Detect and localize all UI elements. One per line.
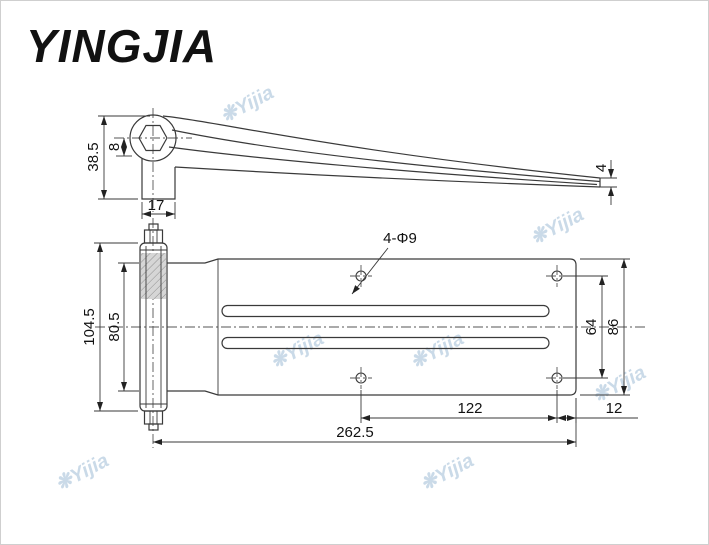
plate-slot-upper xyxy=(221,304,550,318)
brand-logo: YINGJIA xyxy=(26,20,217,72)
plate-slot-lower xyxy=(221,336,550,350)
dim-strap-width: 80.5 xyxy=(106,262,139,392)
dim-overall-length: 262.5 xyxy=(153,398,577,447)
dim-barrel-length: 104.5 xyxy=(81,242,138,412)
dim-foot-width-label: 17 xyxy=(148,197,165,214)
dim-edge-offset: 12 xyxy=(557,398,638,423)
barrel-section-hatch xyxy=(141,253,166,299)
hinge-barrel xyxy=(139,223,168,431)
hinge-arm-outline xyxy=(141,115,601,200)
dim-hole-row-spacing-label: 64 xyxy=(583,319,600,336)
dim-tip-thickness: 4 xyxy=(593,160,617,205)
dim-overall-length-label: 262.5 xyxy=(336,424,374,441)
dim-pin-offset: 8 xyxy=(106,138,132,157)
hinge-plate-outline xyxy=(167,258,577,396)
dim-plate-width: 86 xyxy=(580,258,630,396)
dim-hole-col-spacing-label: 122 xyxy=(457,400,482,417)
hex-nut-outline xyxy=(138,124,168,152)
dim-barrel-length-label: 104.5 xyxy=(81,308,98,346)
dim-holes-callout: 4-Φ9 xyxy=(351,230,417,295)
barrel-bottom-nut xyxy=(143,410,164,431)
barrel-top-nut xyxy=(143,223,164,244)
hinge-knuckle-outline xyxy=(129,114,177,162)
dim-tip-thickness-label: 4 xyxy=(593,164,610,172)
dim-total-height: 38.5 xyxy=(85,115,150,200)
dim-pin-offset-label: 8 xyxy=(106,143,123,151)
dim-foot-width: 17 xyxy=(141,197,176,219)
dim-plate-width-label: 86 xyxy=(605,319,622,336)
plan-view: 4-Φ9 104.5 80.5 64 86 xyxy=(81,218,645,448)
hole xyxy=(350,367,372,389)
dim-edge-offset-label: 12 xyxy=(606,400,623,417)
dim-total-height-label: 38.5 xyxy=(85,142,102,171)
side-view-centerlines xyxy=(114,108,192,212)
dim-holes-label: 4-Φ9 xyxy=(383,230,417,247)
dim-hole-row-spacing: 64 xyxy=(563,275,608,379)
side-view: 38.5 8 17 4 xyxy=(85,108,617,219)
dim-strap-width-label: 80.5 xyxy=(106,312,123,341)
